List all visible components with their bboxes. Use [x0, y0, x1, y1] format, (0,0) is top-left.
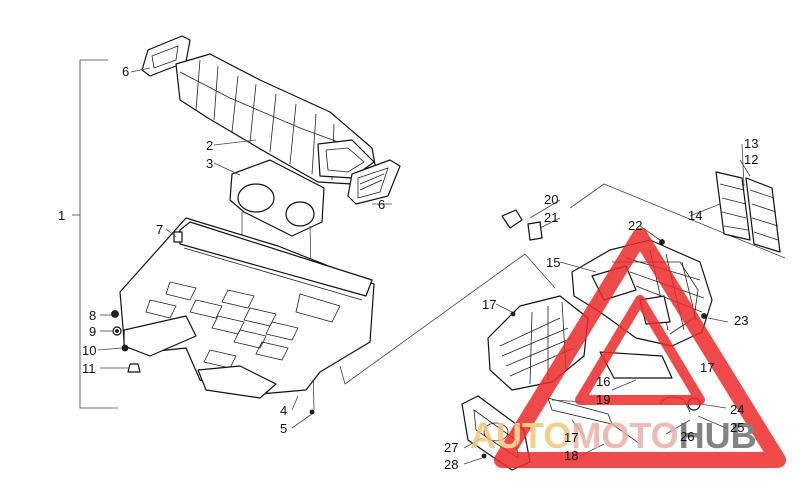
intake-boot-part [229, 159, 325, 237]
callout-5: 5 [280, 421, 287, 436]
callout-28: 28 [444, 457, 458, 472]
watermark-hub: HUB [679, 415, 757, 456]
intake-duct-assembly [72, 35, 401, 429]
plate-16 [599, 351, 673, 379]
callout-7: 7 [156, 222, 163, 237]
warning-triangle-logo [494, 228, 786, 468]
callout-23: 23 [734, 313, 748, 328]
callout-15: 15 [546, 255, 560, 270]
assembly-bracket [79, 59, 118, 409]
nut-11 [127, 363, 141, 373]
screw-8 [111, 310, 119, 318]
callout-24: 24 [730, 402, 744, 417]
screw-7 [173, 231, 183, 243]
callout-17: 17 [482, 297, 496, 312]
callout-18: 18 [564, 448, 578, 463]
screw-22 [659, 239, 665, 245]
hardware-left [111, 231, 315, 415]
callout-8: 8 [89, 308, 96, 323]
air-filter-part [715, 171, 781, 253]
callout-10: 10 [82, 343, 96, 358]
callout-16: 16 [596, 374, 610, 389]
callout-20: 20 [544, 192, 558, 207]
rivet-5 [309, 409, 315, 415]
floor-pan-part [119, 217, 375, 399]
callout-27: 27 [444, 440, 458, 455]
watermark-moto: MOTO [571, 415, 678, 456]
connection-line [339, 253, 556, 385]
callout-6: 6 [378, 197, 385, 212]
callout-21: 21 [544, 210, 558, 225]
callout-1: 1 [58, 208, 65, 223]
callout-9: 9 [89, 324, 96, 339]
callout-11: 11 [82, 361, 96, 376]
watermark-auto: AUTO [470, 415, 571, 456]
watermark-text: AUTOMOTOHUB [470, 415, 757, 456]
callout-17: 17 [564, 430, 578, 445]
callout-12: 12 [744, 152, 758, 167]
callout-14: 14 [688, 208, 702, 223]
callout-2: 2 [206, 138, 213, 153]
fitting-21 [527, 221, 543, 241]
warning-triangle-inner [575, 295, 705, 405]
elbow-20 [501, 209, 523, 229]
callout-25: 25 [730, 420, 744, 435]
screw-28 [481, 453, 487, 459]
screw-23 [701, 313, 707, 319]
callout-22: 22 [628, 218, 642, 233]
callout-4: 4 [280, 403, 287, 418]
callout-6: 6 [122, 64, 129, 79]
callout-17: 17 [700, 360, 714, 375]
callout-26: 26 [680, 429, 694, 444]
callout-19: 19 [596, 392, 610, 407]
callout-13: 13 [744, 136, 758, 151]
watermark: AUTOMOTOHUB [470, 228, 786, 468]
grommet-10 [121, 344, 129, 352]
screw-17a [510, 311, 516, 317]
callout-3: 3 [206, 156, 213, 171]
callout-labels: 1 2 3 4 5 6 6 7 8 9 10 11 12 13 14 15 16… [58, 64, 758, 472]
